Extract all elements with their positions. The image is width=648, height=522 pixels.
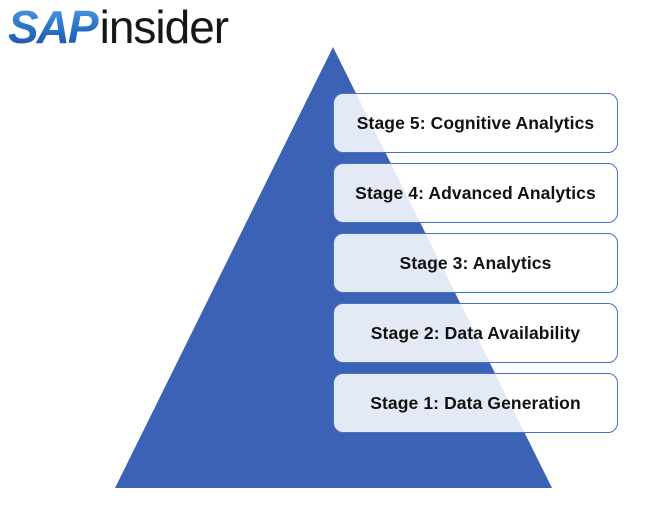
logo-insider-text: insider — [99, 1, 230, 53]
stage-box-3-label: Stage 3: Analytics — [399, 252, 552, 273]
stage-box-1-label: Stage 1: Data Generation — [370, 392, 581, 413]
sapinsider-logo: SAPinsider — [8, 1, 230, 53]
stage-box-4-label: Stage 4: Advanced Analytics — [355, 182, 596, 203]
stage-box-2: Stage 2: Data Availability — [333, 303, 618, 363]
stage-box-3: Stage 3: Analytics — [333, 233, 618, 293]
stage-box-4: Stage 4: Advanced Analytics — [333, 163, 618, 223]
stage-box-1: Stage 1: Data Generation — [333, 373, 618, 433]
stage-box-5-label: Stage 5: Cognitive Analytics — [356, 112, 595, 133]
logo-sap-text: SAP — [8, 1, 100, 53]
stage-box-2-label: Stage 2: Data Availability — [370, 322, 581, 343]
stage-box-5: Stage 5: Cognitive Analytics — [333, 93, 618, 153]
